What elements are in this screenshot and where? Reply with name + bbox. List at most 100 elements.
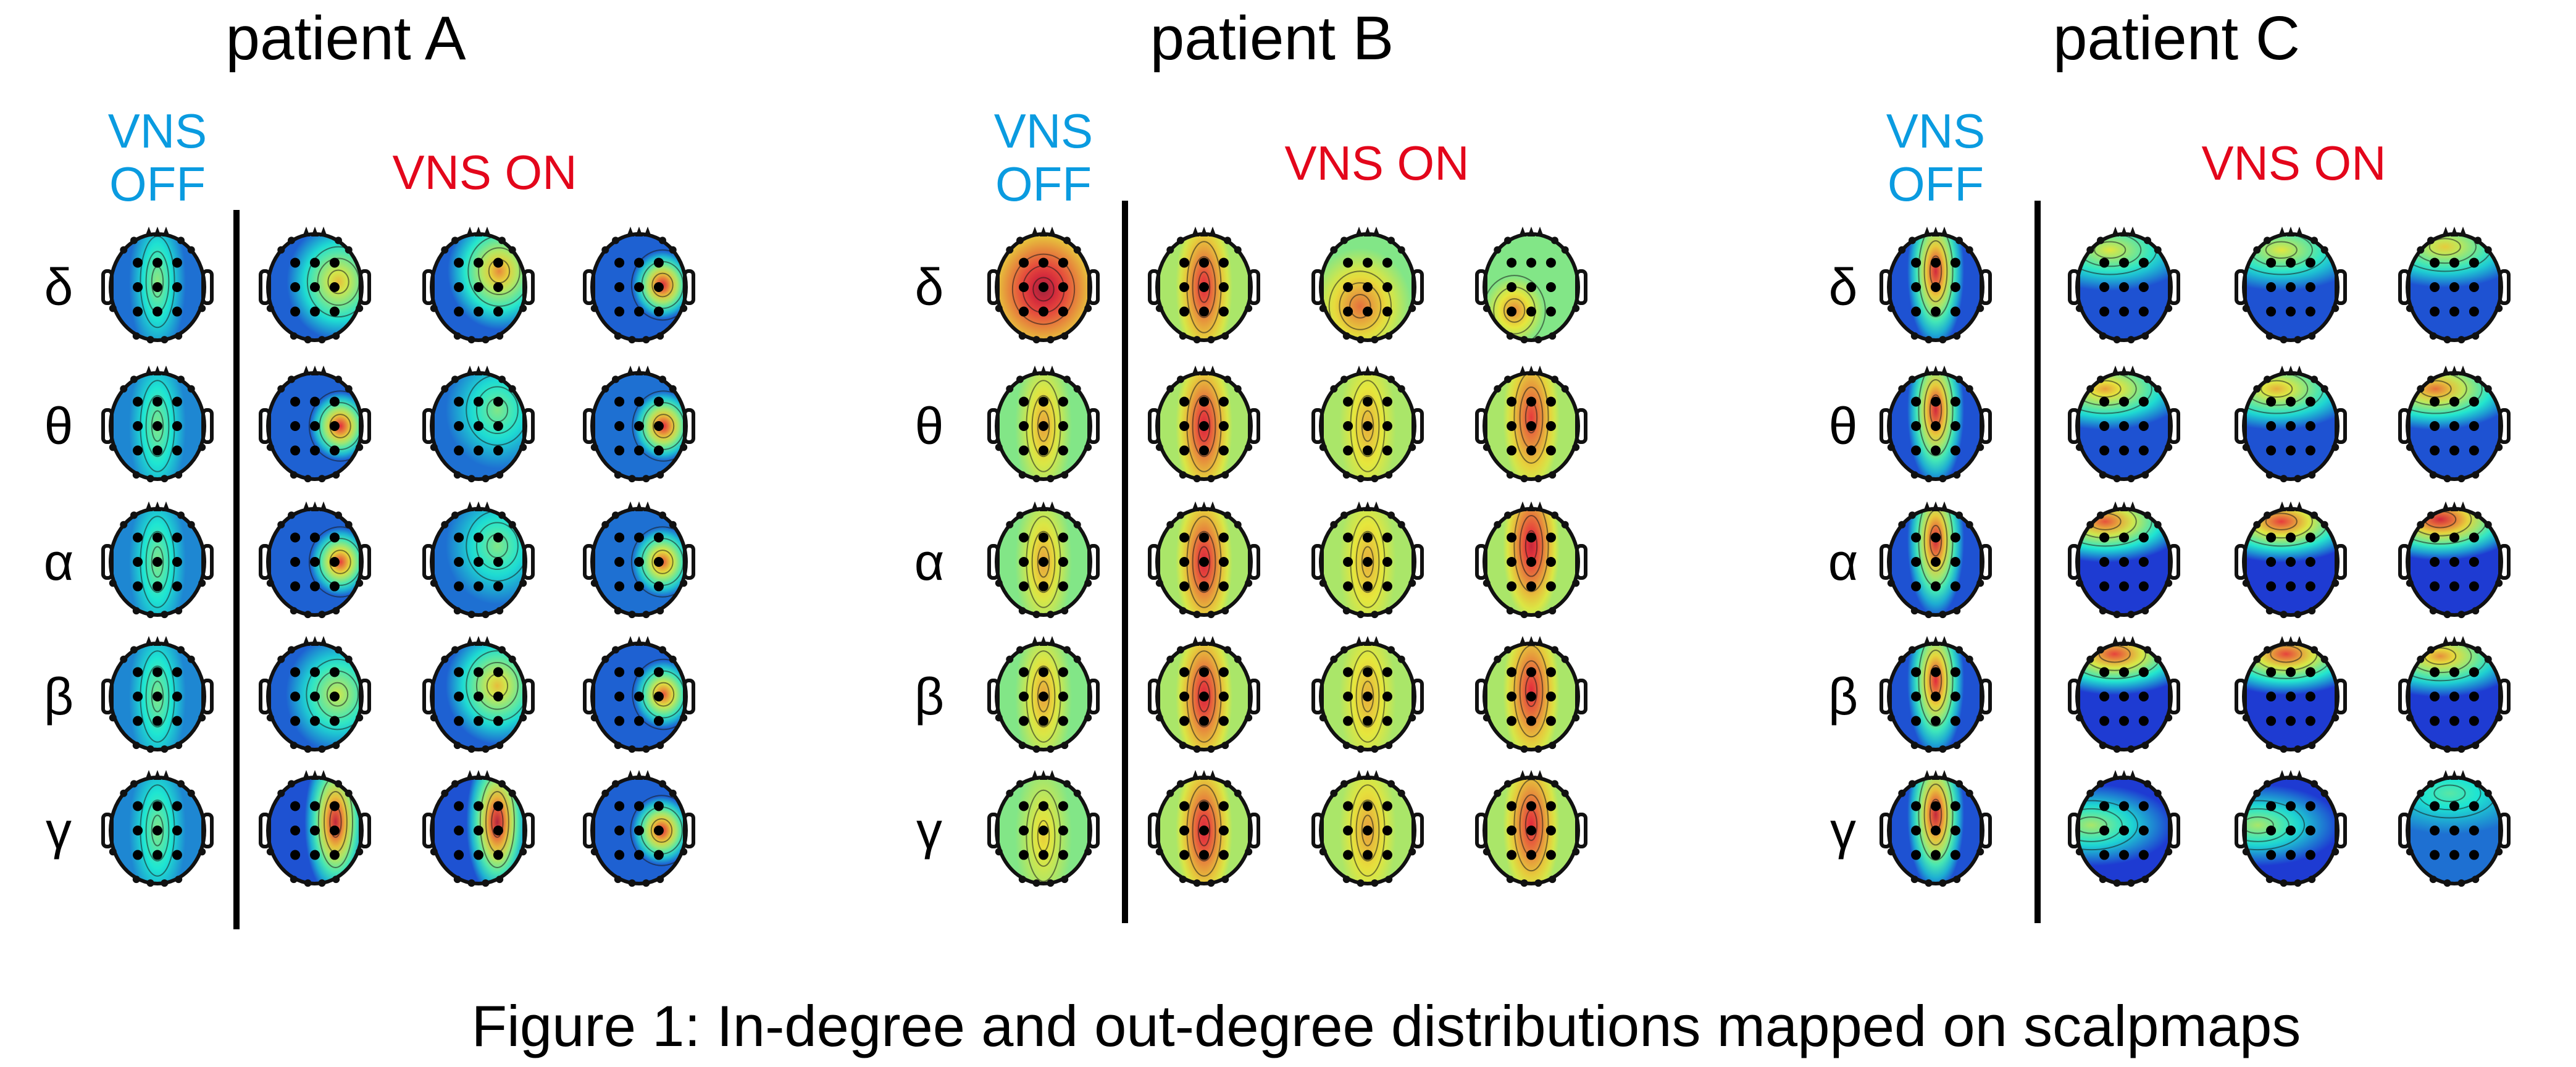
electrode xyxy=(634,850,644,860)
electrode xyxy=(2286,801,2296,811)
contour-line xyxy=(2265,241,2298,259)
head-outline xyxy=(2075,776,2173,885)
electrode xyxy=(454,306,464,317)
contour-line xyxy=(306,658,362,730)
electrode xyxy=(1382,801,1392,811)
electrode xyxy=(1911,282,1922,292)
electrode xyxy=(2286,692,2296,701)
scalpmap-on xyxy=(2235,227,2347,344)
electrode xyxy=(493,716,503,726)
head-outline xyxy=(1319,642,1416,751)
electrode xyxy=(2138,557,2149,567)
electrode xyxy=(454,421,464,431)
electrode xyxy=(2099,421,2110,431)
head-outline xyxy=(995,776,1092,885)
electrode xyxy=(1911,850,1922,860)
contour-line xyxy=(2265,513,2298,530)
electrode xyxy=(2099,532,2110,543)
electrode xyxy=(454,581,464,592)
electrode xyxy=(1526,532,1536,543)
electrode xyxy=(2449,801,2459,811)
electrode xyxy=(1363,716,1373,726)
electrode xyxy=(493,801,503,811)
electrode xyxy=(329,581,340,592)
electrode xyxy=(653,716,664,726)
electrode xyxy=(1343,282,1353,292)
electrode xyxy=(2305,532,2315,543)
contour-line xyxy=(1355,530,1380,593)
electrode xyxy=(634,306,644,317)
scalpmap-off xyxy=(987,501,1100,619)
contour-line xyxy=(1192,395,1216,458)
electrode xyxy=(329,257,340,268)
contour-line xyxy=(2428,238,2461,256)
electrode xyxy=(1179,282,1190,292)
electrode xyxy=(474,716,483,726)
electrode xyxy=(454,532,464,543)
electrode xyxy=(653,692,664,701)
electrode xyxy=(1507,396,1517,407)
electrode xyxy=(310,396,320,407)
electrode xyxy=(329,850,340,860)
electrode xyxy=(1218,532,1229,543)
contour-line xyxy=(1192,665,1216,728)
contour-line xyxy=(479,777,515,869)
scalpmap-on xyxy=(583,501,695,619)
electrode xyxy=(1039,282,1048,292)
electrode xyxy=(1058,421,1068,431)
scalpmap-on xyxy=(1311,366,1424,483)
contour-line xyxy=(478,247,521,296)
electrode xyxy=(1382,532,1392,543)
electrode xyxy=(2286,282,2296,292)
electrode xyxy=(1507,801,1517,811)
electrode xyxy=(1950,282,1960,292)
electrode xyxy=(1179,445,1190,456)
electrode xyxy=(2099,581,2110,592)
band-label: γ xyxy=(1830,801,1856,860)
electrode xyxy=(2138,445,2149,456)
vns-off-text: OFF xyxy=(995,156,1092,211)
electrode xyxy=(2469,445,2479,456)
contour-line xyxy=(1339,282,1382,330)
electrode xyxy=(474,532,483,543)
electrode xyxy=(1950,581,1960,592)
electrode xyxy=(2305,692,2315,701)
electrode xyxy=(1218,801,1229,811)
electrode xyxy=(1382,826,1392,835)
electrode xyxy=(2305,801,2315,811)
electrode xyxy=(2469,532,2479,543)
electrode xyxy=(474,801,483,811)
electrode xyxy=(2286,850,2296,860)
head-outline xyxy=(109,776,206,885)
electrode xyxy=(614,581,625,592)
electrode xyxy=(133,801,143,811)
electrode xyxy=(2266,532,2277,543)
electrode xyxy=(634,532,644,543)
electrode xyxy=(1343,581,1353,592)
electrode xyxy=(2449,716,2459,726)
electrode xyxy=(329,692,340,701)
electrode xyxy=(2286,557,2296,567)
electrode xyxy=(2099,801,2110,811)
electrode xyxy=(2430,532,2440,543)
electrode xyxy=(1950,396,1960,407)
head-outline xyxy=(1482,642,1580,751)
electrode xyxy=(2469,396,2479,407)
electrode xyxy=(634,581,644,592)
electrode xyxy=(1931,692,1941,701)
contour-line xyxy=(630,249,686,321)
electrode xyxy=(2099,257,2110,268)
contour-line xyxy=(1361,410,1374,442)
electrode xyxy=(493,421,503,431)
electrode xyxy=(1526,445,1536,456)
electrode xyxy=(454,801,464,811)
electrode xyxy=(1931,282,1941,292)
electrode xyxy=(1039,692,1048,701)
electrode xyxy=(133,257,143,268)
electrode xyxy=(1363,667,1373,677)
electrode xyxy=(329,445,340,456)
electrode xyxy=(329,421,340,431)
contour-line xyxy=(1519,515,1544,577)
electrode xyxy=(1343,421,1353,431)
electrode xyxy=(2266,421,2277,431)
